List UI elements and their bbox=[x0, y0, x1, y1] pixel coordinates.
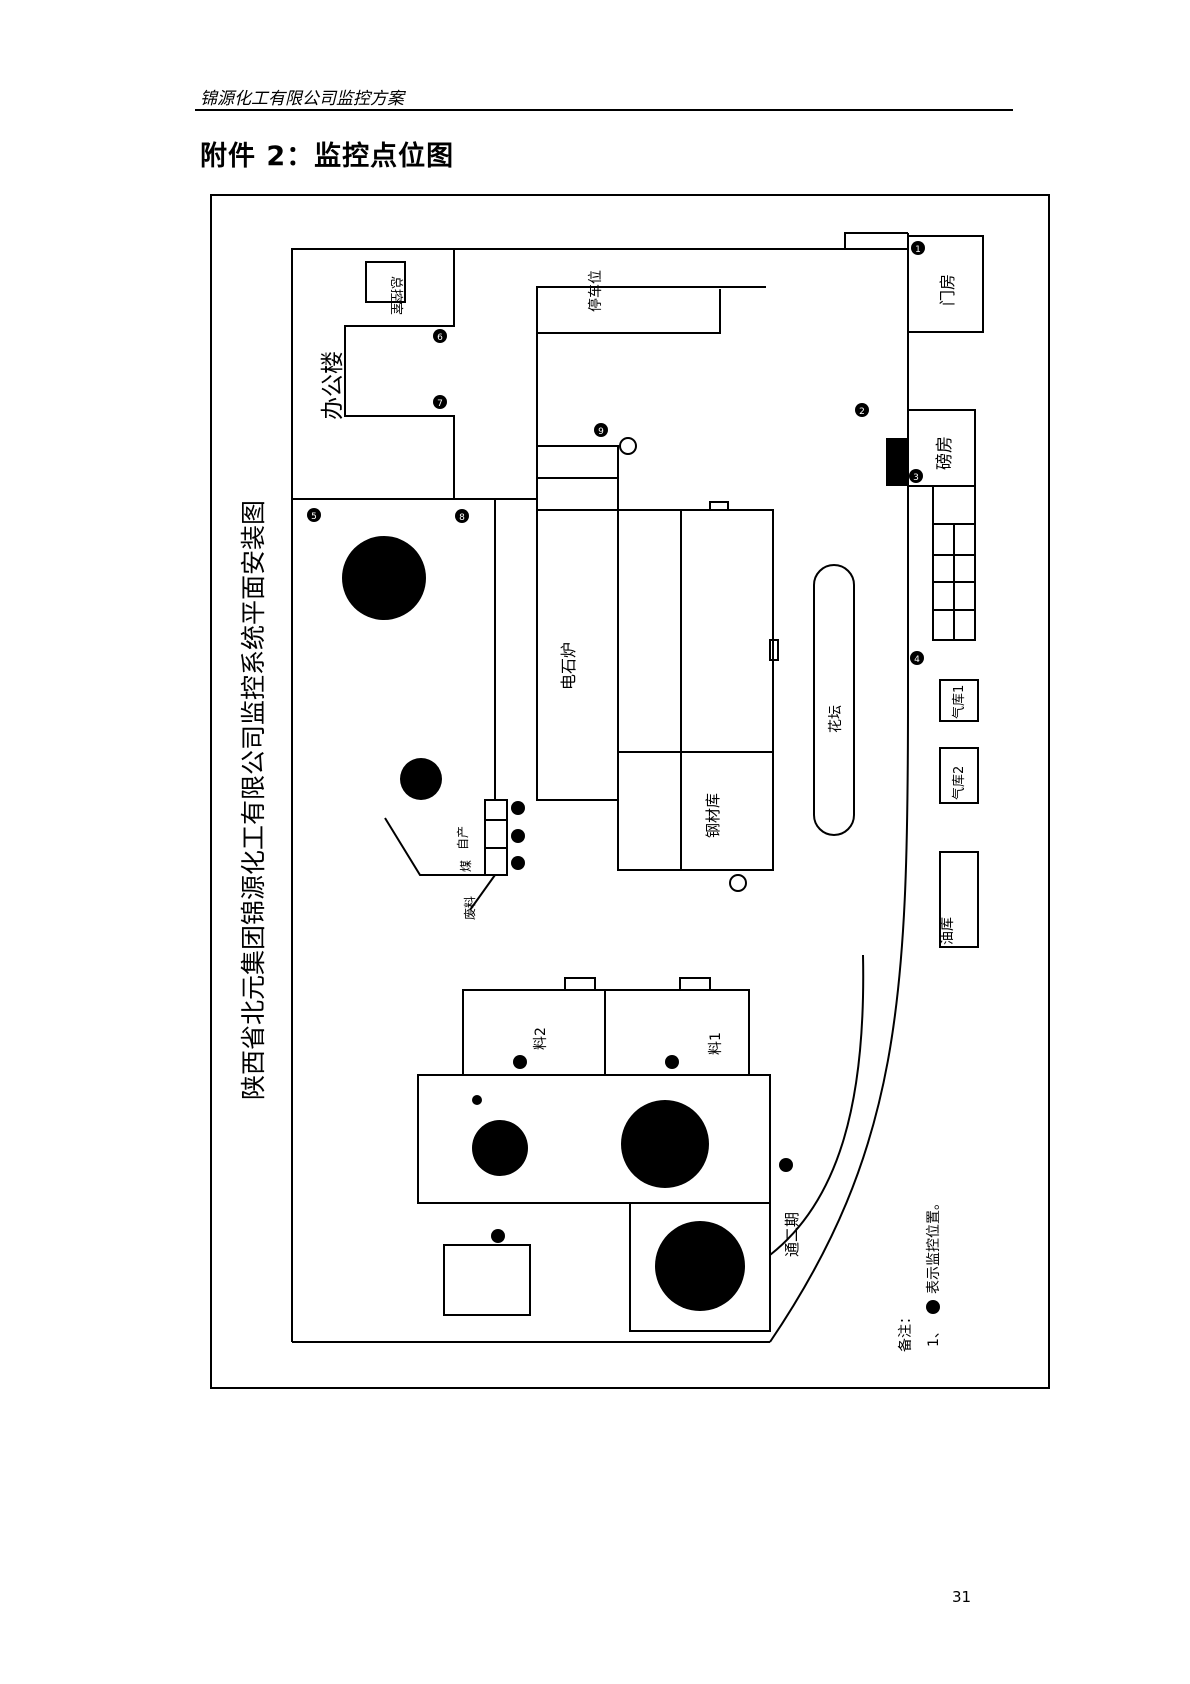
parking-label: 停车位 bbox=[587, 270, 604, 312]
storage-yard bbox=[417, 1074, 771, 1332]
phase-two-label: 通二期 bbox=[783, 1212, 801, 1257]
gas-store-1-label: 气库1 bbox=[951, 685, 967, 719]
oil-store-label: 油库 bbox=[940, 917, 956, 945]
svg-text:4: 4 bbox=[914, 655, 920, 665]
running-header: 锦源化工有限公司监控方案 bbox=[200, 89, 404, 109]
note-camera-marker-icon bbox=[926, 1300, 940, 1314]
camera-marker-14 bbox=[729, 874, 747, 892]
coal-label: 煤 bbox=[459, 860, 473, 872]
tank-large-2 bbox=[621, 1100, 709, 1188]
note-item-prefix: 1、 bbox=[926, 1324, 942, 1347]
svg-text:总控室: 总控室 bbox=[388, 276, 404, 315]
camera-marker-5: 5 bbox=[307, 508, 321, 522]
camera-marker-11 bbox=[511, 801, 525, 815]
waste-material-label: 废料 bbox=[462, 896, 477, 920]
tank-small bbox=[400, 758, 442, 800]
camera-marker-7: 7 bbox=[433, 395, 447, 409]
steel-warehouse-label: 钢材库 bbox=[704, 793, 722, 838]
camera-marker-19 bbox=[491, 1229, 505, 1243]
camera-marker-9: 9 bbox=[594, 423, 608, 437]
tanks bbox=[342, 536, 745, 1311]
camera-marker-1: 1 bbox=[911, 241, 925, 255]
tank-large-1 bbox=[342, 536, 426, 620]
camera-marker-8: 8 bbox=[455, 509, 469, 523]
attachment-title: 附件 2：监控点位图 bbox=[200, 141, 455, 172]
steel-warehouse bbox=[617, 501, 779, 871]
control-room-label: 总控室 bbox=[388, 276, 404, 315]
pump-room-label: 磅房 bbox=[935, 436, 955, 470]
pump-room-door bbox=[886, 438, 908, 486]
camera-marker-13 bbox=[511, 856, 525, 870]
note-item-text: 表示监控位置。 bbox=[926, 1196, 942, 1294]
camera-marker-12 bbox=[511, 829, 525, 843]
plan-title: 陕西省北元集团锦源化工有限公司监控系统平面安装图 bbox=[239, 500, 268, 1100]
note-heading: 备注： bbox=[897, 1310, 914, 1352]
material-2-label: 料2 bbox=[533, 1027, 549, 1050]
gatehouse bbox=[907, 235, 984, 333]
camera-marker-10 bbox=[619, 437, 637, 455]
camera-marker-18 bbox=[779, 1158, 793, 1172]
svg-text:6: 6 bbox=[437, 333, 443, 343]
gatehouse-label: 门房 bbox=[938, 274, 957, 306]
camera-marker-4: 4 bbox=[910, 651, 924, 665]
feeding-area bbox=[384, 799, 508, 911]
curved-road bbox=[769, 699, 909, 1343]
camera-marker-16 bbox=[665, 1055, 679, 1069]
camera-marker-17 bbox=[472, 1095, 482, 1105]
self-produced-label: 自产 bbox=[456, 826, 470, 850]
header-rule bbox=[195, 109, 1013, 111]
office-building-label: 办公楼 bbox=[320, 351, 346, 420]
svg-text:停车位: 停车位 bbox=[587, 270, 604, 312]
gas-store-2-label: 气库2 bbox=[951, 766, 967, 800]
camera-marker-6: 6 bbox=[433, 329, 447, 343]
flower-bed bbox=[813, 564, 855, 836]
carbide-furnace-label: 电石炉 bbox=[559, 642, 578, 690]
parking-lot bbox=[536, 286, 766, 510]
carbide-furnace bbox=[292, 445, 619, 801]
site-boundary bbox=[291, 232, 909, 1343]
gas-stores bbox=[939, 679, 979, 948]
svg-text:2: 2 bbox=[859, 407, 865, 417]
material-warehouses bbox=[462, 977, 750, 1076]
material-1-label: 料1 bbox=[708, 1032, 724, 1055]
svg-text:9: 9 bbox=[598, 427, 604, 437]
stall-grid bbox=[932, 485, 976, 641]
svg-text:1: 1 bbox=[915, 245, 921, 255]
camera-marker-2: 2 bbox=[855, 403, 869, 417]
camera-markers: 1 2 3 4 5 6 7 8 9 bbox=[307, 241, 925, 1243]
camera-marker-15 bbox=[513, 1055, 527, 1069]
tank-large-3 bbox=[655, 1221, 745, 1311]
plan-frame bbox=[210, 194, 1050, 1389]
camera-marker-3: 3 bbox=[909, 469, 923, 483]
svg-text:3: 3 bbox=[913, 473, 919, 483]
flower-bed-label: 花坛 bbox=[828, 705, 844, 733]
tank-medium bbox=[472, 1120, 528, 1176]
svg-text:5: 5 bbox=[311, 512, 317, 522]
page-number: 31 bbox=[952, 1588, 972, 1606]
svg-text:7: 7 bbox=[437, 399, 443, 409]
svg-text:8: 8 bbox=[459, 513, 465, 523]
